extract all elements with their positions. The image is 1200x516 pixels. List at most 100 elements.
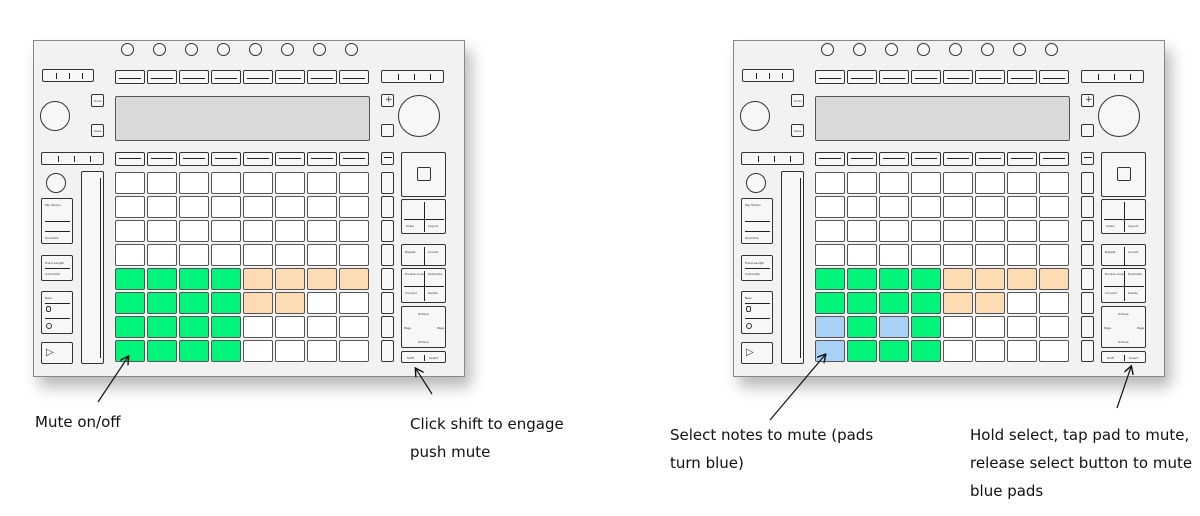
arrow-select-button [1116,367,1131,409]
plus-icon: + [1085,95,1093,105]
button-label: Convert [1105,291,1117,295]
pad [847,196,877,218]
pad [179,244,209,266]
pad [975,268,1005,290]
lower-row-button [243,152,273,166]
pad [275,340,305,362]
divider [45,231,70,232]
record-icon [746,323,752,329]
divider [74,156,75,162]
pad [975,220,1005,242]
button-label: Page [404,326,412,330]
pad [243,196,273,218]
pad [879,292,909,314]
pad [943,292,973,314]
divider [1124,355,1125,361]
swing-knob [46,173,66,193]
caption-line: Hold select, tap pad to mute, [970,426,1190,444]
button-label: Duplicate [1128,272,1143,276]
pad [1039,268,1069,290]
pad [943,244,973,266]
divider [151,78,173,79]
upper-row-button [339,70,369,84]
divider [745,221,770,222]
pad [243,340,273,362]
button-label: Tap Tempo [45,203,61,207]
divider [311,78,333,79]
upper-row-button [147,70,177,84]
pad [1007,172,1037,194]
pad [1007,268,1037,290]
button-label: Accent [1128,250,1139,254]
scene-button [1081,268,1094,290]
divider [279,158,301,159]
button-label: Page [1104,326,1112,330]
touch-strip [781,171,804,364]
pad [275,196,305,218]
divider [56,73,57,79]
button-label: Undo [94,99,102,103]
pad [147,196,177,218]
caption-line: turn blue) [670,454,744,472]
divider [343,158,365,159]
button-label: Automate [45,272,60,276]
button-label: Page [437,326,445,330]
shift-label: Shift [407,356,414,360]
lower-row-button [847,152,877,166]
pad [339,268,369,290]
divider [45,303,70,304]
encoder-knob [153,43,166,56]
pad [115,268,145,290]
caption-line: blue pads [970,482,1044,500]
add-button: + [381,94,394,107]
divider [758,156,759,162]
button-label: Tap Tempo [745,203,761,207]
upper-row-button [847,70,877,84]
select-label: Select [1129,356,1139,360]
capture-icon [746,306,751,312]
divider [247,158,269,159]
divider [119,78,141,79]
upper-row-button [879,70,909,84]
pad [275,244,305,266]
record-icon [46,323,52,329]
divider [384,157,392,158]
divider [851,78,873,79]
scene-button [1081,292,1094,314]
pad [243,316,273,338]
pad [339,340,369,362]
pad [1007,196,1037,218]
pad [847,268,877,290]
divider [151,158,173,159]
nav-center [417,167,431,181]
tempo-knob [398,95,440,137]
divider [69,73,70,79]
divider [398,74,399,80]
scene-button [381,340,394,362]
caption-click-shift: Click shift to engage push mute [410,410,564,466]
pad [307,292,337,314]
pad [147,268,177,290]
button-label: Save [794,129,802,133]
divider [45,221,70,222]
upper-row-button [911,70,941,84]
encoder-knob [1013,43,1026,56]
encoder-knob [249,43,262,56]
pad [879,268,909,290]
button-label: Save [94,129,102,133]
pad [943,268,973,290]
scene-button [381,244,394,266]
button-label: Quantize [745,236,759,240]
scene-button [381,172,394,194]
divider [883,158,905,159]
new-box: New [741,291,773,334]
encoder-knob [917,43,930,56]
transport-button-group [42,69,94,82]
encoder-knob [885,43,898,56]
lower-row-button [147,152,177,166]
button-label: Scale [406,224,415,228]
mute-toggle-button [1081,152,1094,165]
pad [115,220,145,242]
caption-line: Click shift to engage [410,415,564,433]
